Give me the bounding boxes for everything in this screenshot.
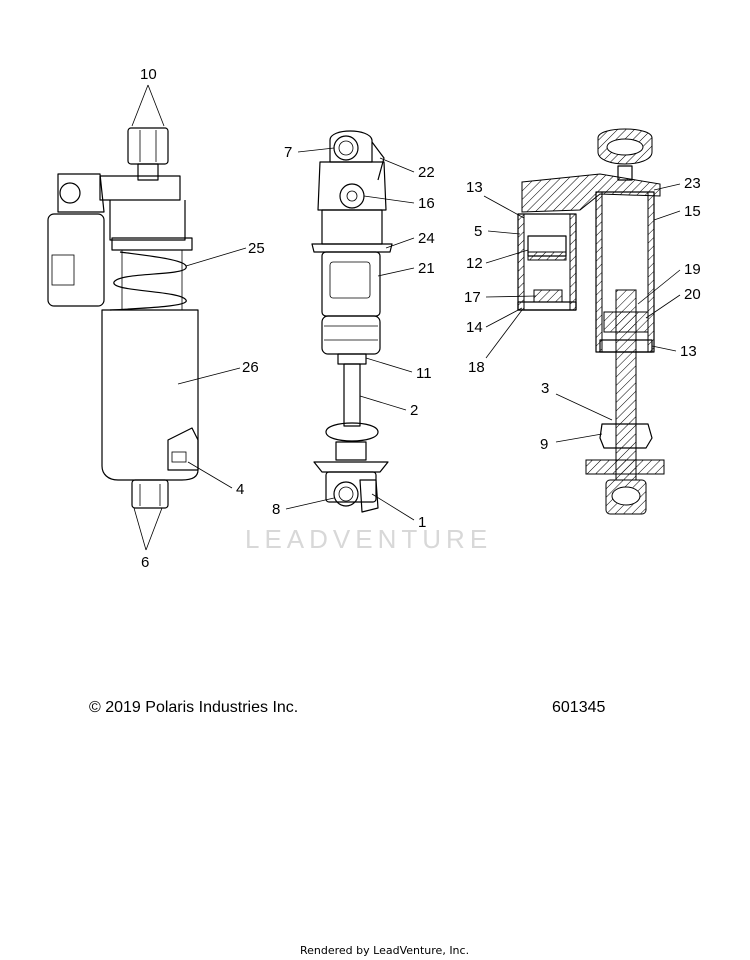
- callout-22: 22: [418, 164, 435, 181]
- callout-2: 2: [410, 402, 418, 419]
- callout-1: 1: [418, 514, 426, 531]
- callout-25: 25: [248, 240, 265, 257]
- callout-26: 26: [242, 359, 259, 376]
- callout-6: 6: [141, 554, 149, 571]
- callout-3: 3: [541, 380, 549, 397]
- callout-24: 24: [418, 230, 435, 247]
- callout-11: 11: [416, 365, 432, 382]
- right-shock-section-view: [517, 128, 665, 515]
- callout-14: 14: [466, 319, 483, 336]
- callout-13-top: 13: [466, 179, 483, 196]
- callout-9: 9: [540, 436, 548, 453]
- callout-18: 18: [468, 359, 485, 376]
- callout-23: 23: [684, 175, 701, 192]
- callout-13-bottom: 13: [680, 343, 697, 360]
- callout-21: 21: [418, 260, 435, 277]
- copyright-text: © 2019 Polaris Industries Inc.: [89, 699, 299, 716]
- callout-7: 7: [284, 144, 292, 161]
- callout-17: 17: [464, 289, 481, 306]
- callout-19: 19: [684, 261, 701, 278]
- middle-shock-side-view: [311, 130, 393, 513]
- callout-4: 4: [236, 481, 244, 498]
- callout-12: 12: [466, 255, 483, 272]
- callout-20: 20: [684, 286, 701, 303]
- callout-16: 16: [418, 195, 435, 212]
- callout-5: 5: [474, 223, 482, 240]
- callout-15: 15: [684, 203, 701, 220]
- callout-10: 10: [140, 66, 157, 83]
- callout-8: 8: [272, 501, 280, 518]
- drawing-number: 601345: [552, 699, 606, 716]
- rendered-by-text: Rendered by LeadVenture, Inc.: [300, 944, 470, 957]
- left-shock-exterior-view: [47, 127, 199, 509]
- watermark-text: LEADVENTURE: [245, 524, 492, 554]
